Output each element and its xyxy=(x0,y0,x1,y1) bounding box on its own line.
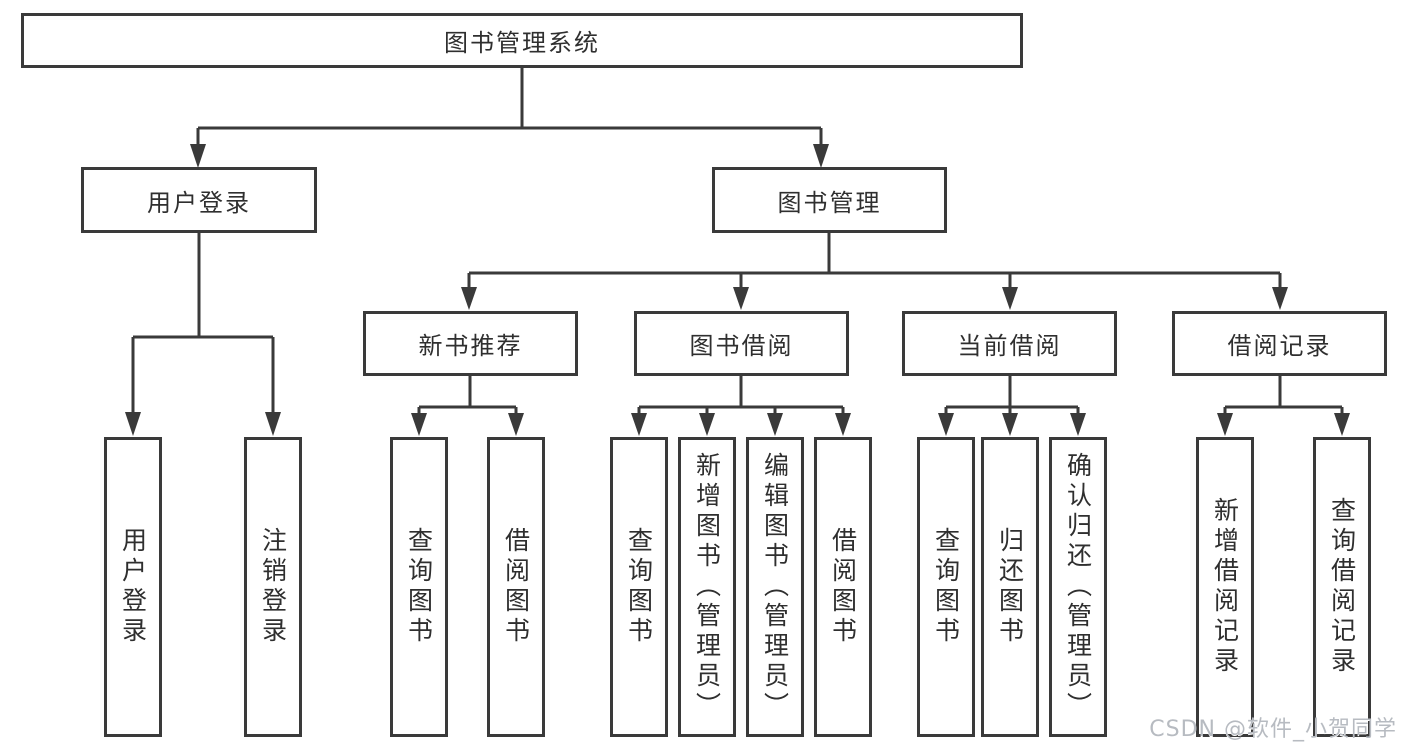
leaf-query-borrow-record: 查询借阅记录 xyxy=(1313,437,1371,737)
arrowhead-module xyxy=(733,287,749,310)
arrowhead-module xyxy=(1002,287,1018,310)
connector-borrow-records-children xyxy=(1223,375,1344,416)
leaf-return-books: 归还图书 xyxy=(981,437,1039,737)
leaf-query-books-1: 查询图书 xyxy=(390,437,448,737)
arrowhead-leaf xyxy=(1217,413,1233,436)
connector-root-to-level2 xyxy=(196,68,823,146)
arrowhead-user-login xyxy=(190,144,206,168)
connector-user-login-children xyxy=(131,231,275,414)
node-new-book-recommend: 新书推荐 xyxy=(363,311,578,376)
arrowhead-leaf xyxy=(631,413,647,436)
leaf-query-books-2: 查询图书 xyxy=(610,437,668,737)
arrowhead-leaf xyxy=(508,413,524,436)
node-borrow-records: 借阅记录 xyxy=(1172,311,1387,376)
leaf-add-borrow-record: 新增借阅记录 xyxy=(1196,437,1254,737)
arrowhead-leaf xyxy=(265,412,281,436)
leaf-logout: 注销登录 xyxy=(244,437,302,737)
arrowhead-leaf xyxy=(938,413,954,436)
node-user-login-branch: 用户登录 xyxy=(81,167,317,233)
node-current-borrow: 当前借阅 xyxy=(902,311,1117,376)
arrowhead-leaf xyxy=(1070,413,1086,436)
arrowhead-leaf xyxy=(1334,413,1350,436)
arrowhead-book-mgmt xyxy=(813,144,829,168)
arrowhead-leaf xyxy=(835,413,851,436)
connector-new-books-children xyxy=(417,375,518,416)
node-book-borrow: 图书借阅 xyxy=(634,311,849,376)
arrowhead-module xyxy=(461,287,477,310)
connector-book-borrow-children xyxy=(637,375,845,416)
arrowhead-module xyxy=(1272,287,1288,310)
arrowhead-leaf xyxy=(411,413,427,436)
leaf-borrow-books-1: 借阅图书 xyxy=(487,437,545,737)
connector-book-mgmt-children xyxy=(467,232,1282,290)
arrowhead-leaf xyxy=(1002,413,1018,436)
arrowhead-leaf xyxy=(699,413,715,436)
node-root-system: 图书管理系统 xyxy=(21,13,1023,68)
arrowhead-leaf xyxy=(767,413,783,436)
connector-current-borrow-children xyxy=(944,375,1080,416)
node-book-management-branch: 图书管理 xyxy=(712,167,947,233)
arrowhead-leaf xyxy=(125,412,141,436)
leaf-confirm-return-admin: 确认归还（管理员） xyxy=(1049,437,1107,737)
leaf-edit-books-admin: 编辑图书（管理员） xyxy=(746,437,804,737)
leaf-add-books-admin: 新增图书（管理员） xyxy=(678,437,736,737)
leaf-user-login: 用户登录 xyxy=(104,437,162,737)
csdn-watermark: CSDN @软件_小贺同学 xyxy=(1149,717,1397,742)
leaf-borrow-books-2: 借阅图书 xyxy=(814,437,872,737)
leaf-query-books-3: 查询图书 xyxy=(917,437,975,737)
